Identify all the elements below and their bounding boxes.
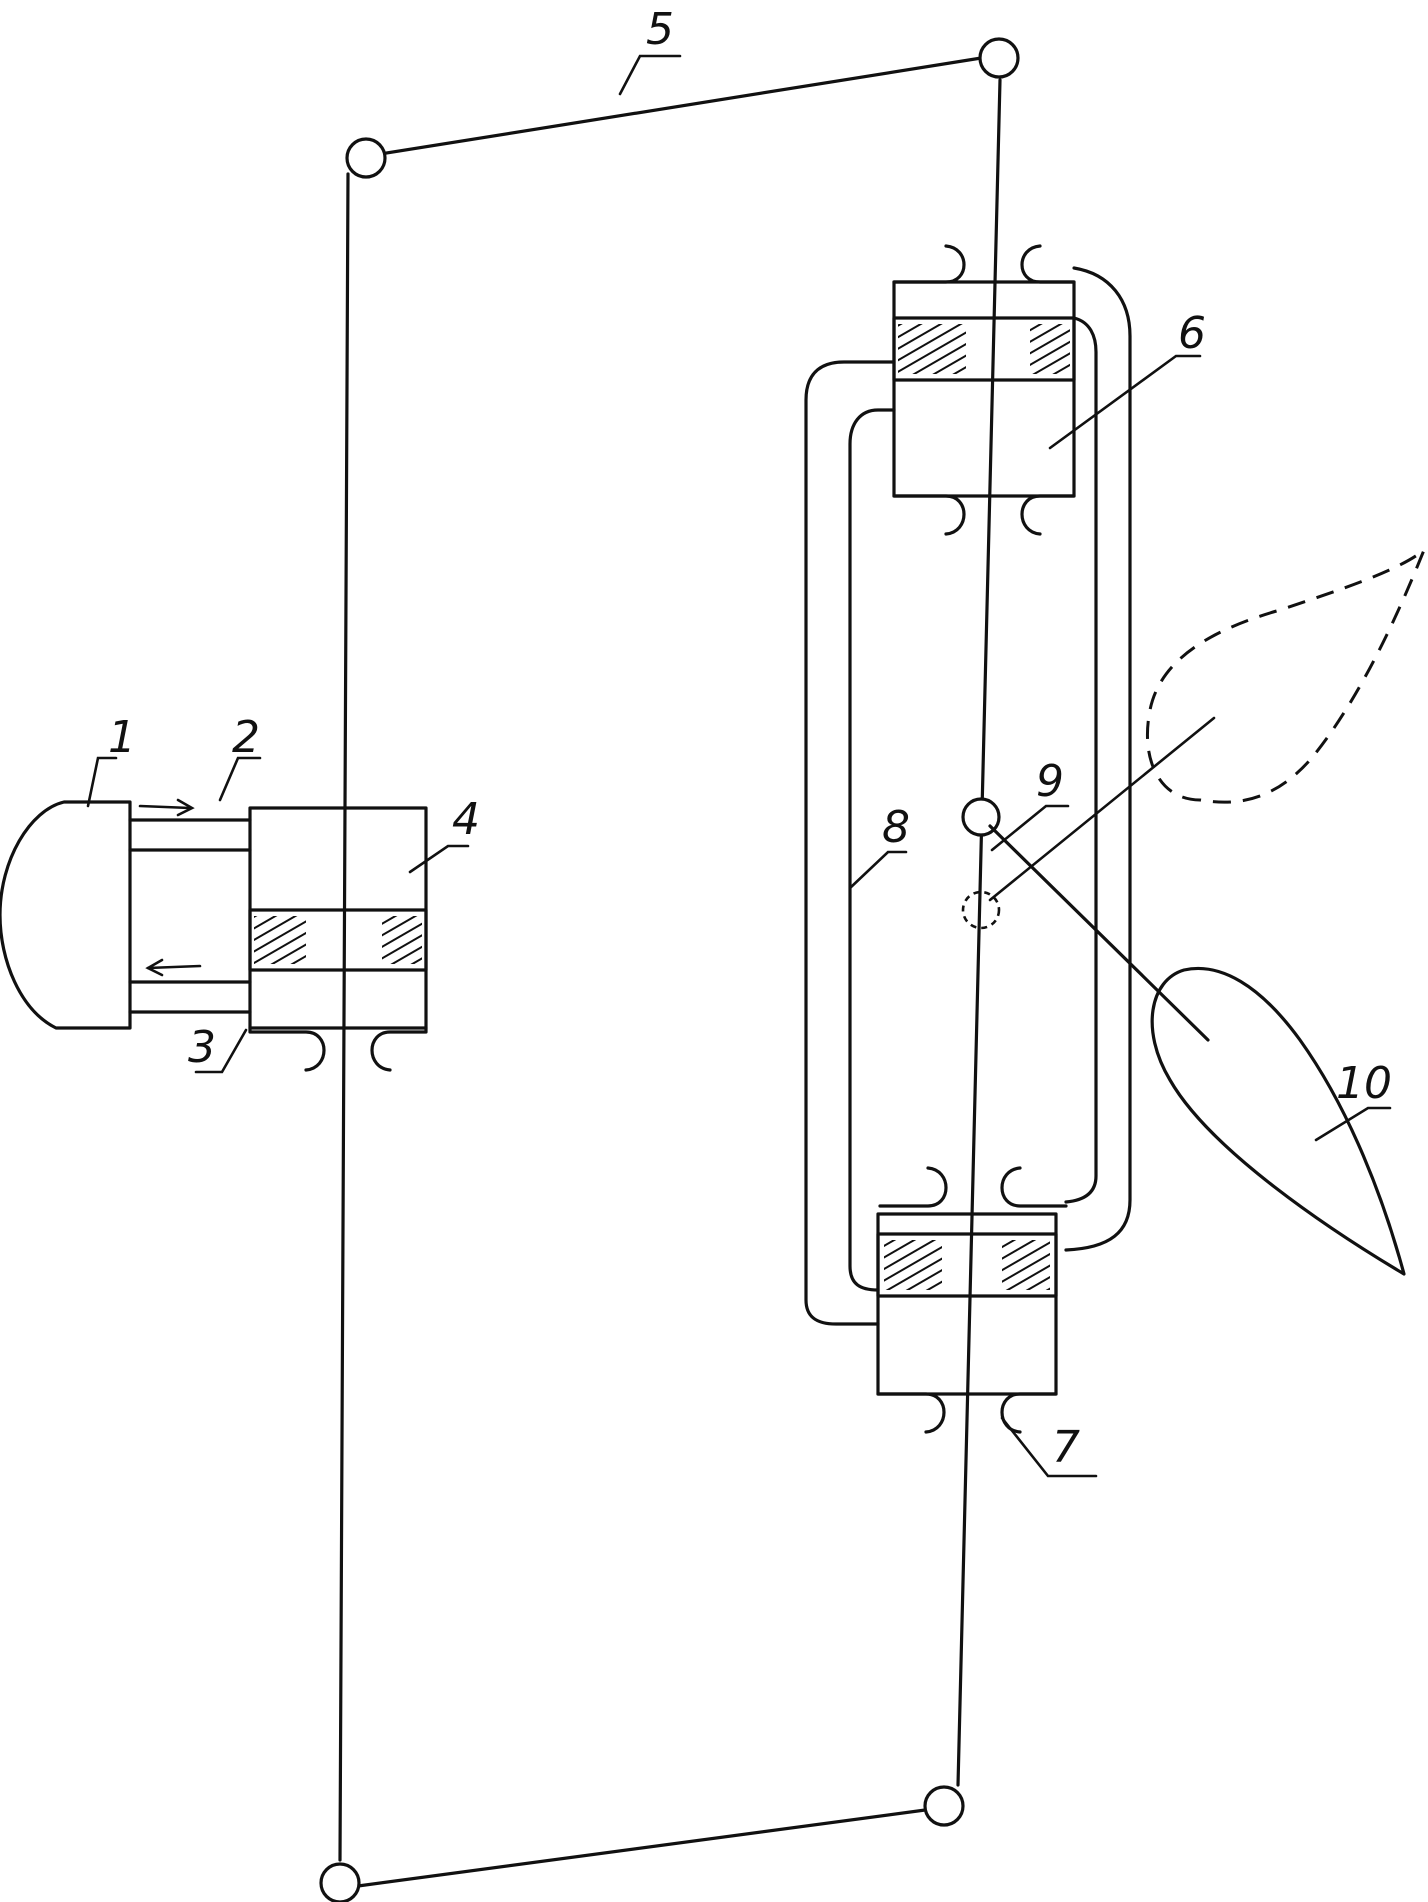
left-rod	[338, 172, 350, 1862]
bypass-tube-outer-left	[804, 360, 896, 1326]
pivot-top-left	[345, 137, 387, 179]
label-5: 5	[646, 4, 674, 55]
leader-4	[408, 844, 470, 874]
top-link	[366, 53, 1002, 158]
port-left-4	[248, 1026, 326, 1072]
bypass-tube-inner-right	[1064, 316, 1098, 1204]
dome-unit	[0, 800, 132, 1030]
label-2: 2	[232, 712, 260, 763]
label-1: 1	[108, 712, 136, 763]
crank-arm	[988, 824, 1210, 1042]
label-7: 7	[1052, 1422, 1080, 1473]
cylinder-6	[892, 280, 1076, 498]
piston-4-hatch-right	[382, 916, 422, 964]
right-assembly	[804, 244, 1426, 1434]
reference-labels: 1 2 3 4 5 6 7 8 9 10	[108, 4, 1392, 1473]
bypass-tube-outer-right	[1064, 266, 1132, 1252]
flow-arrow-right	[138, 798, 195, 817]
label-9: 9	[1036, 756, 1064, 807]
pivot-bottom-right	[923, 1785, 965, 1827]
left-assembly	[0, 798, 428, 1072]
leader-2	[218, 756, 262, 802]
label-8: 8	[882, 802, 910, 853]
port-top-right-7	[1000, 1166, 1068, 1208]
label-10: 10	[1336, 1058, 1392, 1109]
port-bottom-left-6	[892, 494, 966, 536]
crank-arm-ghost	[988, 716, 1216, 902]
blade-10	[1150, 966, 1406, 1276]
blade-ghost	[1145, 548, 1426, 804]
leader-10	[1314, 1106, 1392, 1142]
piston-4	[248, 908, 428, 972]
label-4: 4	[452, 794, 480, 845]
port-bottom-right-6	[1020, 494, 1076, 536]
leader-6	[1048, 354, 1202, 450]
port-top-left-6	[892, 244, 966, 284]
flow-arrow-left	[145, 958, 202, 977]
pivot-top-right	[978, 37, 1020, 79]
leader-5	[618, 54, 682, 96]
frame-linkage	[319, 37, 1020, 1902]
crank-pivot-ghost	[961, 890, 1001, 930]
piston-7-hatch-left	[884, 1240, 942, 1290]
label-6: 6	[1178, 308, 1206, 359]
pivot-bottom-left	[319, 1862, 361, 1902]
piston-6-hatch-left	[898, 324, 966, 374]
leader-8	[848, 850, 908, 890]
port-top-left-7	[878, 1166, 948, 1208]
port-right-4	[370, 1026, 428, 1072]
bottom-link	[356, 1806, 942, 1888]
label-3: 3	[188, 1022, 216, 1073]
leader-3	[194, 1028, 248, 1074]
piston-6	[892, 316, 1076, 382]
leader-1	[86, 756, 118, 808]
leader-9	[990, 804, 1070, 852]
port-bottom-left-7	[876, 1392, 946, 1434]
piston-7-hatch-right	[1002, 1240, 1050, 1290]
piston-7	[876, 1232, 1058, 1298]
piston-4-hatch-left	[254, 916, 306, 964]
bypass-tube-inner-left	[848, 408, 896, 1292]
port-top-right-6	[1020, 244, 1076, 284]
leader-lines	[86, 54, 1392, 1478]
right-rod	[956, 78, 1002, 1787]
leader-7	[1000, 1416, 1098, 1478]
piston-6-hatch-right	[1030, 324, 1070, 374]
